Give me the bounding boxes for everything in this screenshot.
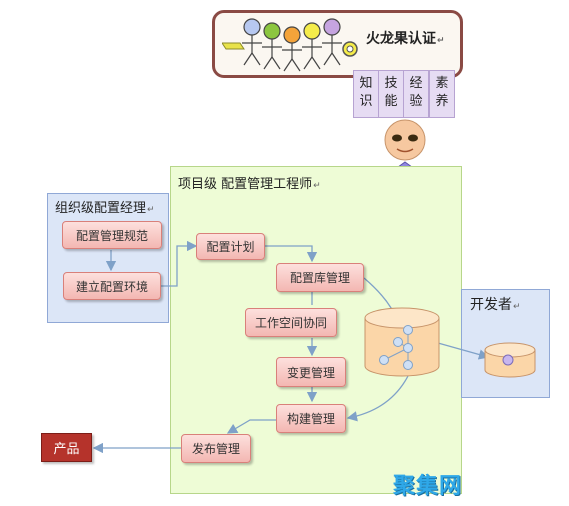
- repo-management-box: 配置库管理: [276, 263, 364, 292]
- developer-repository-icon: [484, 342, 536, 378]
- watermark-logo: 聚集网: [393, 474, 463, 499]
- org-title: 组织级配置经理↵: [55, 201, 155, 216]
- build-env-box: 建立配置环境: [63, 272, 161, 300]
- project-title: 项目级 配置管理工程师↵: [178, 177, 321, 192]
- build-management-box: 构建管理: [276, 404, 346, 433]
- workspace-collab-box: 工作空间协同: [245, 308, 337, 337]
- people-icon: [222, 18, 358, 72]
- dev-title: 开发者↵: [470, 297, 521, 313]
- product-box: 产品: [41, 433, 92, 462]
- role-title: 火龙果认证↵: [366, 31, 445, 47]
- change-management-box: 变更管理: [276, 357, 346, 387]
- config-spec-box: 配置管理规范: [62, 221, 162, 249]
- config-repository-icon: [364, 307, 440, 377]
- release-management-box: 发布管理: [181, 434, 251, 463]
- skill-experience: 经验: [403, 70, 429, 118]
- skill-quality: 素养: [429, 70, 455, 118]
- org-area: [47, 193, 169, 323]
- config-plan-box: 配置计划: [196, 233, 265, 260]
